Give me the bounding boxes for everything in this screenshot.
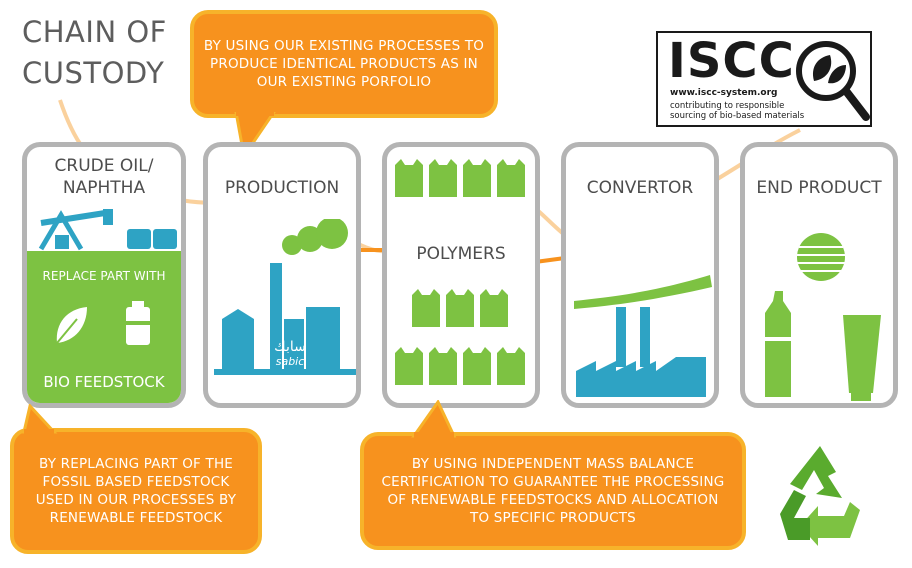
stage-convertor: CONVERTOR bbox=[561, 142, 719, 408]
convertor-label: CONVERTOR bbox=[586, 178, 694, 198]
end-product-label: END PRODUCT bbox=[756, 178, 882, 198]
logo-latin: sabic bbox=[276, 355, 305, 368]
production-bubble-text: BY USING OUR EXISTING PROCESSES TO PRODU… bbox=[203, 38, 485, 90]
production-label: PRODUCTION bbox=[224, 178, 340, 198]
stage-end-product: END PRODUCT bbox=[740, 142, 898, 408]
certification-bubble-tail bbox=[411, 400, 457, 438]
bag-row-middle bbox=[412, 289, 508, 327]
polymers-label: POLYMERS bbox=[416, 244, 506, 264]
stage-crude-oil: CRUDE OIL/ NAPHTHA REPLACE PART WITH BIO… bbox=[22, 142, 186, 408]
feedstock-bubble-text: BY REPLACING PART OF THE FOSSIL BASED FE… bbox=[35, 456, 237, 526]
stage-polymers: POLYMERS bbox=[382, 142, 540, 408]
logo-arabic: سابك bbox=[274, 339, 306, 355]
magnifier-leaf-icon bbox=[796, 41, 870, 121]
replace-part-label: REPLACE PART WITH bbox=[42, 269, 166, 283]
bag-row-bottom bbox=[395, 347, 525, 385]
polymer-bags-icon bbox=[395, 159, 525, 385]
bio-feedstock-label: BIO FEEDSTOCK bbox=[43, 373, 165, 391]
page-title: CHAIN OF CUSTODY bbox=[22, 15, 167, 90]
iscc-tagline: contributing to responsible sourcing of … bbox=[670, 101, 805, 121]
stage-production: PRODUCTION سابك sabic bbox=[203, 142, 361, 408]
factory-icon: سابك sabic bbox=[214, 219, 356, 375]
canister-icon bbox=[126, 301, 150, 345]
leaf-icon bbox=[56, 307, 87, 344]
feedstock-bubble: BY REPLACING PART OF THE FOSSIL BASED FE… bbox=[10, 428, 262, 554]
certification-bubble: BY USING INDEPENDENT MASS BALANCE CERTIF… bbox=[360, 432, 746, 550]
recycle-icon bbox=[780, 446, 860, 546]
bio-feedstock-panel: REPLACE PART WITH BIO FEEDSTOCK bbox=[27, 251, 181, 403]
convertor-factory-icon bbox=[574, 275, 712, 397]
production-bubble: BY USING OUR EXISTING PROCESSES TO PRODU… bbox=[190, 10, 498, 118]
oil-pump-icon bbox=[38, 209, 177, 251]
iscc-url: www.iscc-system.org bbox=[670, 88, 778, 98]
end-products-icon bbox=[765, 233, 881, 401]
iscc-logo: ISCC www.iscc-system.org contributing to… bbox=[656, 31, 872, 127]
certification-bubble-text: BY USING INDEPENDENT MASS BALANCE CERTIF… bbox=[381, 456, 725, 526]
crude-label: CRUDE OIL/ NAPHTHA bbox=[54, 156, 154, 198]
bag-row-top bbox=[395, 159, 525, 197]
feedstock-bubble-tail bbox=[22, 404, 58, 434]
iscc-name: ISCC bbox=[668, 33, 795, 89]
